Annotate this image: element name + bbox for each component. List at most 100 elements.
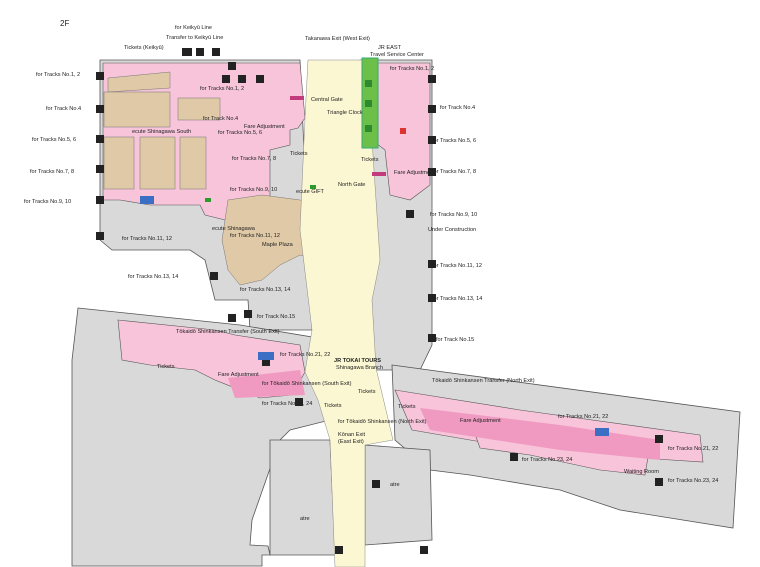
label-tokaido-transfer-south: Tōkaidō Shinkansen Transfer (South Exit) (176, 329, 280, 335)
facility-icons (140, 128, 609, 436)
label-ecute-shinagawa: ecute Shinagawa (212, 226, 256, 232)
label-tokaido-north-exit: for Tōkaidō Shinkansen (North Exit) (338, 419, 427, 425)
label-tracks-21-22-e1: for Tracks No.21, 22 (558, 414, 608, 420)
green-window-icon-1 (365, 80, 372, 87)
label-jr-east: JR EAST (378, 45, 402, 51)
restroom-icon (140, 196, 154, 204)
stair-31 (335, 546, 343, 554)
info-icon (400, 128, 406, 134)
label-tracks-21-22-sw: for Tracks No.21, 22 (280, 352, 330, 358)
label-takanawa-exit: Takanawa Exit (West Exit) (305, 36, 370, 42)
label-tracks-1-2-mid: for Tracks No.1, 2 (200, 86, 244, 92)
stair-26 (655, 478, 663, 486)
label-tickets-right: Tickets (361, 157, 379, 163)
label-fare-adjustment-right: Fare Adjustment (394, 170, 435, 176)
stair-19 (428, 136, 436, 144)
label-keikyu-line: for Keikyū Line (175, 25, 212, 31)
restroom-icon-3 (595, 428, 609, 436)
label-ecute-south: ecute Shinagawa South (132, 129, 191, 135)
label-tracks-23-24-e: for Tracks No.23, 24 (668, 478, 718, 484)
label-under-construction: Under Construction (428, 227, 476, 233)
gate-marker-2 (372, 172, 386, 176)
label-jr-tokai-branch: Shinagawa Branch (336, 365, 383, 371)
stair-10 (96, 135, 104, 143)
stair-3 (212, 48, 220, 56)
label-tracks-5-6-left: for Tracks No.5, 6 (32, 137, 76, 143)
south-lower-block (269, 439, 336, 556)
label-tickets-sw: Tickets (157, 364, 175, 370)
stair-30 (372, 480, 380, 488)
label-tracks-13-14-mid: for Tracks No.13, 14 (240, 287, 290, 293)
stair-25 (655, 435, 663, 443)
transfer-band-north (420, 408, 660, 460)
label-tracks-5-6-mid: for Tracks No.5, 6 (218, 130, 262, 136)
stair-27 (510, 453, 518, 461)
label-tickets-top: Tickets (290, 151, 308, 157)
stair-23 (428, 294, 436, 302)
label-tickets-s1: Tickets (358, 389, 376, 395)
stair-24 (428, 334, 436, 342)
label-tickets-s2: Tickets (324, 403, 342, 409)
label-tickets-keikyu: Tickets (Keikyū) (124, 45, 164, 51)
label-tickets-s3: Tickets (398, 404, 416, 410)
label-tracks-11-12-mid: for Tracks No.11, 12 (230, 233, 280, 239)
label-track-4-right: for Track No.4 (440, 105, 475, 111)
label-jr-tokai-tours: JR TOKAI TOURS (334, 358, 381, 364)
shop-block-1 (107, 71, 171, 93)
label-tokaido-south-exit: for Tōkaidō Shinkansen (South Exit) (262, 381, 352, 387)
stair-21 (406, 210, 414, 218)
label-tracks-7-8-right: for Tracks No.7, 8 (432, 169, 476, 175)
label-atre-2: atre (390, 482, 400, 488)
label-tracks-9-10-left: for Tracks No.9, 10 (24, 199, 71, 205)
label-tracks-1-2-left: for Tracks No.1, 2 (36, 72, 80, 78)
label-track-15-mid: for Track No.15 (257, 314, 295, 320)
labels: 2F for Keikyū Line Transfer to Keikyū Li… (24, 19, 718, 522)
label-tracks-9-10-mid: for Tracks No.9, 10 (230, 187, 277, 193)
label-triangle-clock: Triangle Clock (327, 110, 363, 116)
stair-8 (96, 72, 104, 80)
stair-29 (295, 398, 303, 406)
green-window-icon-2 (365, 100, 372, 107)
stair-4 (228, 62, 236, 70)
label-tracks-13-14-right: for Tracks No.13, 14 (432, 296, 482, 302)
stair-15 (244, 310, 252, 318)
label-tokaido-transfer-north: Tōkaidō Shinkansen Transfer (North Exit) (432, 378, 535, 384)
gate-markers (205, 96, 386, 202)
stairways (96, 48, 663, 554)
stair-18 (428, 105, 436, 113)
label-transfer-keikyu: Transfer to Keikyū Line (166, 35, 223, 41)
stair-5 (222, 75, 230, 83)
label-tracks-23-24-sw: for Tracks No.23, 24 (262, 401, 312, 407)
label-fare-adjustment-se: Fare Adjustment (460, 418, 501, 424)
floor-label: 2F (60, 19, 69, 28)
shop-block-5 (179, 136, 207, 190)
stair-9 (96, 105, 104, 113)
label-tracks-5-6-right: for Tracks No.5, 6 (432, 138, 476, 144)
south-lower-block-east (364, 444, 433, 546)
label-atre-1: atre (300, 516, 310, 522)
stair-17 (428, 75, 436, 83)
stair-13 (96, 232, 104, 240)
label-tracks-9-10-right: for Tracks No.9, 10 (430, 212, 477, 218)
label-fare-adjustment-sw: Fare Adjustment (218, 372, 259, 378)
label-konan-exit-sub: (East Exit) (338, 439, 364, 445)
stair-11 (96, 165, 104, 173)
stair-16 (228, 314, 236, 322)
stair-2 (196, 48, 204, 56)
label-tracks-23-24-s: for Tracks No.23, 24 (522, 457, 572, 463)
label-tracks-1-2-top: for Tracks No.1, 2 (390, 66, 434, 72)
green-window-icon-3 (365, 125, 372, 132)
label-track-4-mid: for Track No.4 (203, 116, 238, 122)
label-tracks-11-12-right: for Tracks No.11, 12 (432, 263, 482, 269)
restroom-icon-2 (258, 352, 274, 360)
label-travel-service: Travel Service Center (370, 52, 424, 58)
stair-22 (428, 260, 436, 268)
stair-1 (182, 48, 192, 56)
shop-block-2 (103, 91, 171, 128)
stair-32 (420, 546, 428, 554)
stair-7 (256, 75, 264, 83)
shop-block-6 (177, 97, 221, 121)
label-fare-adjustment-top: Fare Adjustment (244, 124, 285, 130)
label-tracks-7-8-mid: for Tracks No.7, 8 (232, 156, 276, 162)
